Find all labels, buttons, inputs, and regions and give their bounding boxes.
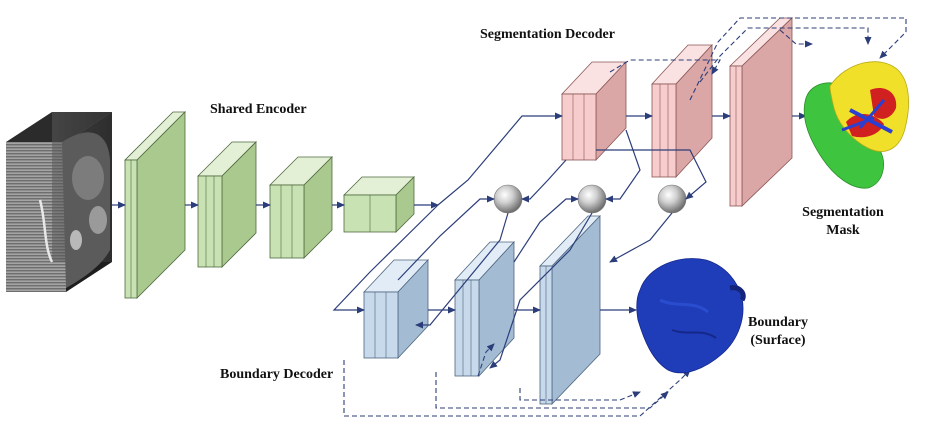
boundary-surface-label-line2: (Surface) (750, 333, 806, 348)
seg-decoder-block-1 (561, 60, 627, 162)
segmentation-mask-label-line2: Mask (826, 223, 860, 238)
ct-volume-icon (6, 112, 112, 292)
boundary-decoder-label: Boundary Decoder (220, 367, 333, 382)
seg-decoder-block-2 (651, 43, 713, 179)
boundary-surface-label-line1: Boundary (748, 315, 808, 330)
segmentation-decoder-label: Segmentation Decoder (480, 27, 615, 42)
skip-connections (343, 17, 907, 417)
forward-arrows (112, 112, 807, 369)
encoder-block-4 (343, 176, 415, 233)
liver-surface-render (636, 258, 746, 374)
encoder-block-1 (124, 111, 186, 299)
bnd-decoder-block-3 (539, 215, 601, 405)
seg-decoder-block-3 (729, 17, 793, 207)
sphere-icon (493, 184, 687, 214)
encoder-block-3 (269, 156, 333, 259)
bnd-decoder-block-2 (454, 240, 515, 378)
bnd-decoder-block-1 (363, 258, 429, 360)
encoder-block-2 (197, 141, 257, 268)
segmentation-mask-label-line1: Segmentation (802, 205, 884, 220)
shared-encoder-label: Shared Encoder (210, 102, 307, 117)
liver-segmentation-render (803, 61, 909, 189)
